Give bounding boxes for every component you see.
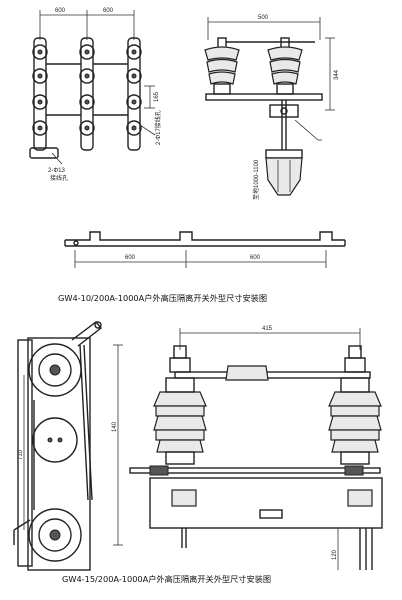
label-terminal-hole-lower: 2-Φ13: [48, 168, 65, 174]
caption-top: GW4-10/200A-1000A户外高压隔离开关外型尺寸安装图: [58, 293, 267, 303]
side-elevation-view: 500 344 至地1000-1100: [204, 15, 340, 200]
dim-pitch-left: 600: [55, 8, 66, 14]
dim-side-width: 500: [258, 15, 269, 21]
caption-bottom: GW4-15/200A-1000A户外高压隔离开关外型尺寸安装图: [62, 574, 271, 584]
dim-base-right: 600: [250, 255, 261, 261]
label-terminal-hole-lower-text: 接线孔: [50, 174, 68, 182]
three-pole-plan-view: 600 600 165 2-Φ17接线孔: [29, 8, 162, 182]
label-terminal-hole-upper: 2-Φ17接线孔: [154, 110, 162, 145]
label-mount-height: 至地1000-1100: [252, 159, 260, 200]
dim-hole-spacing: 165: [154, 91, 160, 102]
dim-front-height: 140: [112, 421, 118, 432]
dim-base-height: 120: [332, 549, 338, 560]
dim-pitch-right: 600: [103, 8, 114, 14]
dim-side-height: 344: [334, 69, 340, 80]
dim-base-left: 600: [125, 255, 136, 261]
end-view-15kv: 710: [13, 321, 102, 571]
front-view-15kv: 415 140: [112, 326, 383, 570]
dim-front-width: 415: [262, 326, 273, 332]
base-frame-view: 600 600: [64, 231, 346, 268]
dim-end-height: 710: [18, 449, 24, 460]
